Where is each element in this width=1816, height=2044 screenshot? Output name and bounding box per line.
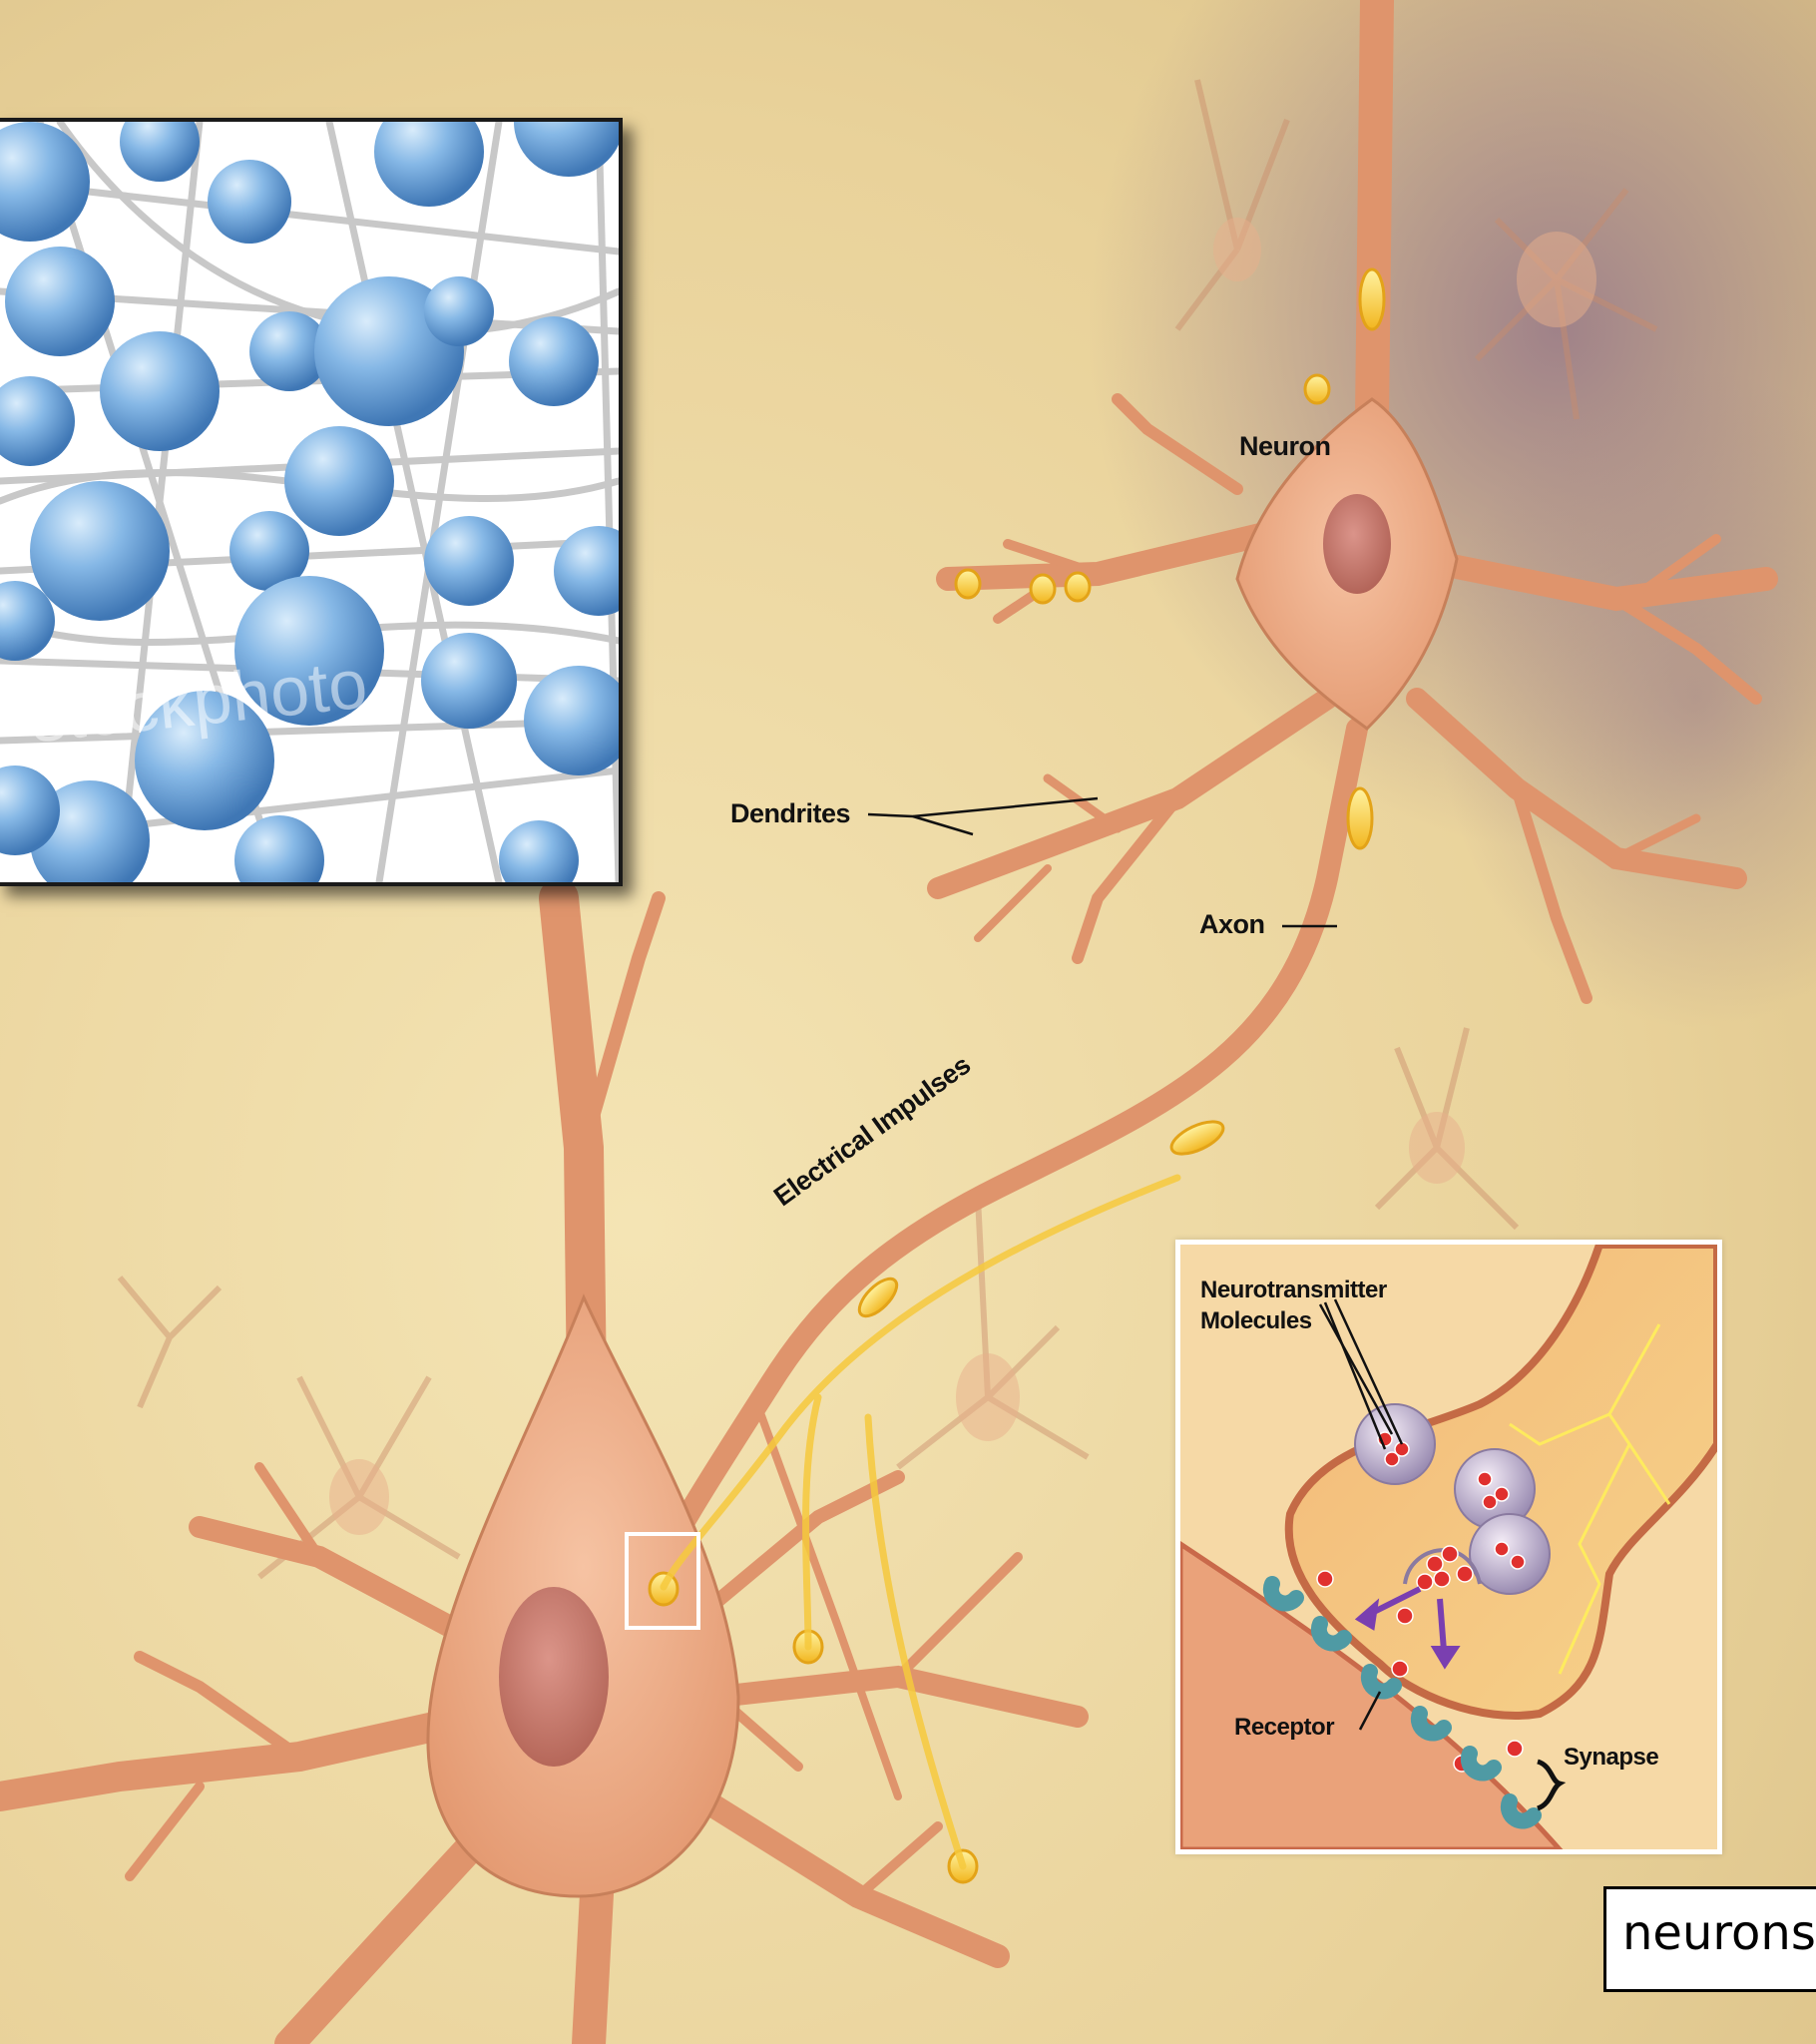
neurotransmitter-label-line1: Neurotransmitter <box>1200 1275 1387 1305</box>
synapse-label: Synapse <box>1564 1744 1658 1772</box>
caption-text: neurons <box>1622 1905 1816 1961</box>
synapse-inset: Neurotransmitter Molecules Receptor Syna… <box>1175 1240 1722 1854</box>
axon-label: Axon <box>1199 909 1265 940</box>
receptor-label: Receptor <box>1234 1714 1334 1742</box>
dendrites-label: Dendrites <box>730 798 850 829</box>
network-spheres <box>0 122 619 882</box>
neurotransmitter-label: Neurotransmitter Molecules <box>1200 1275 1387 1336</box>
caption-box: neurons <box>1603 1886 1816 1992</box>
neurotransmitter-label-line2: Molecules <box>1200 1305 1387 1336</box>
neuron-label: Neuron <box>1239 431 1331 462</box>
network-inset: stockphoto <box>0 118 623 886</box>
